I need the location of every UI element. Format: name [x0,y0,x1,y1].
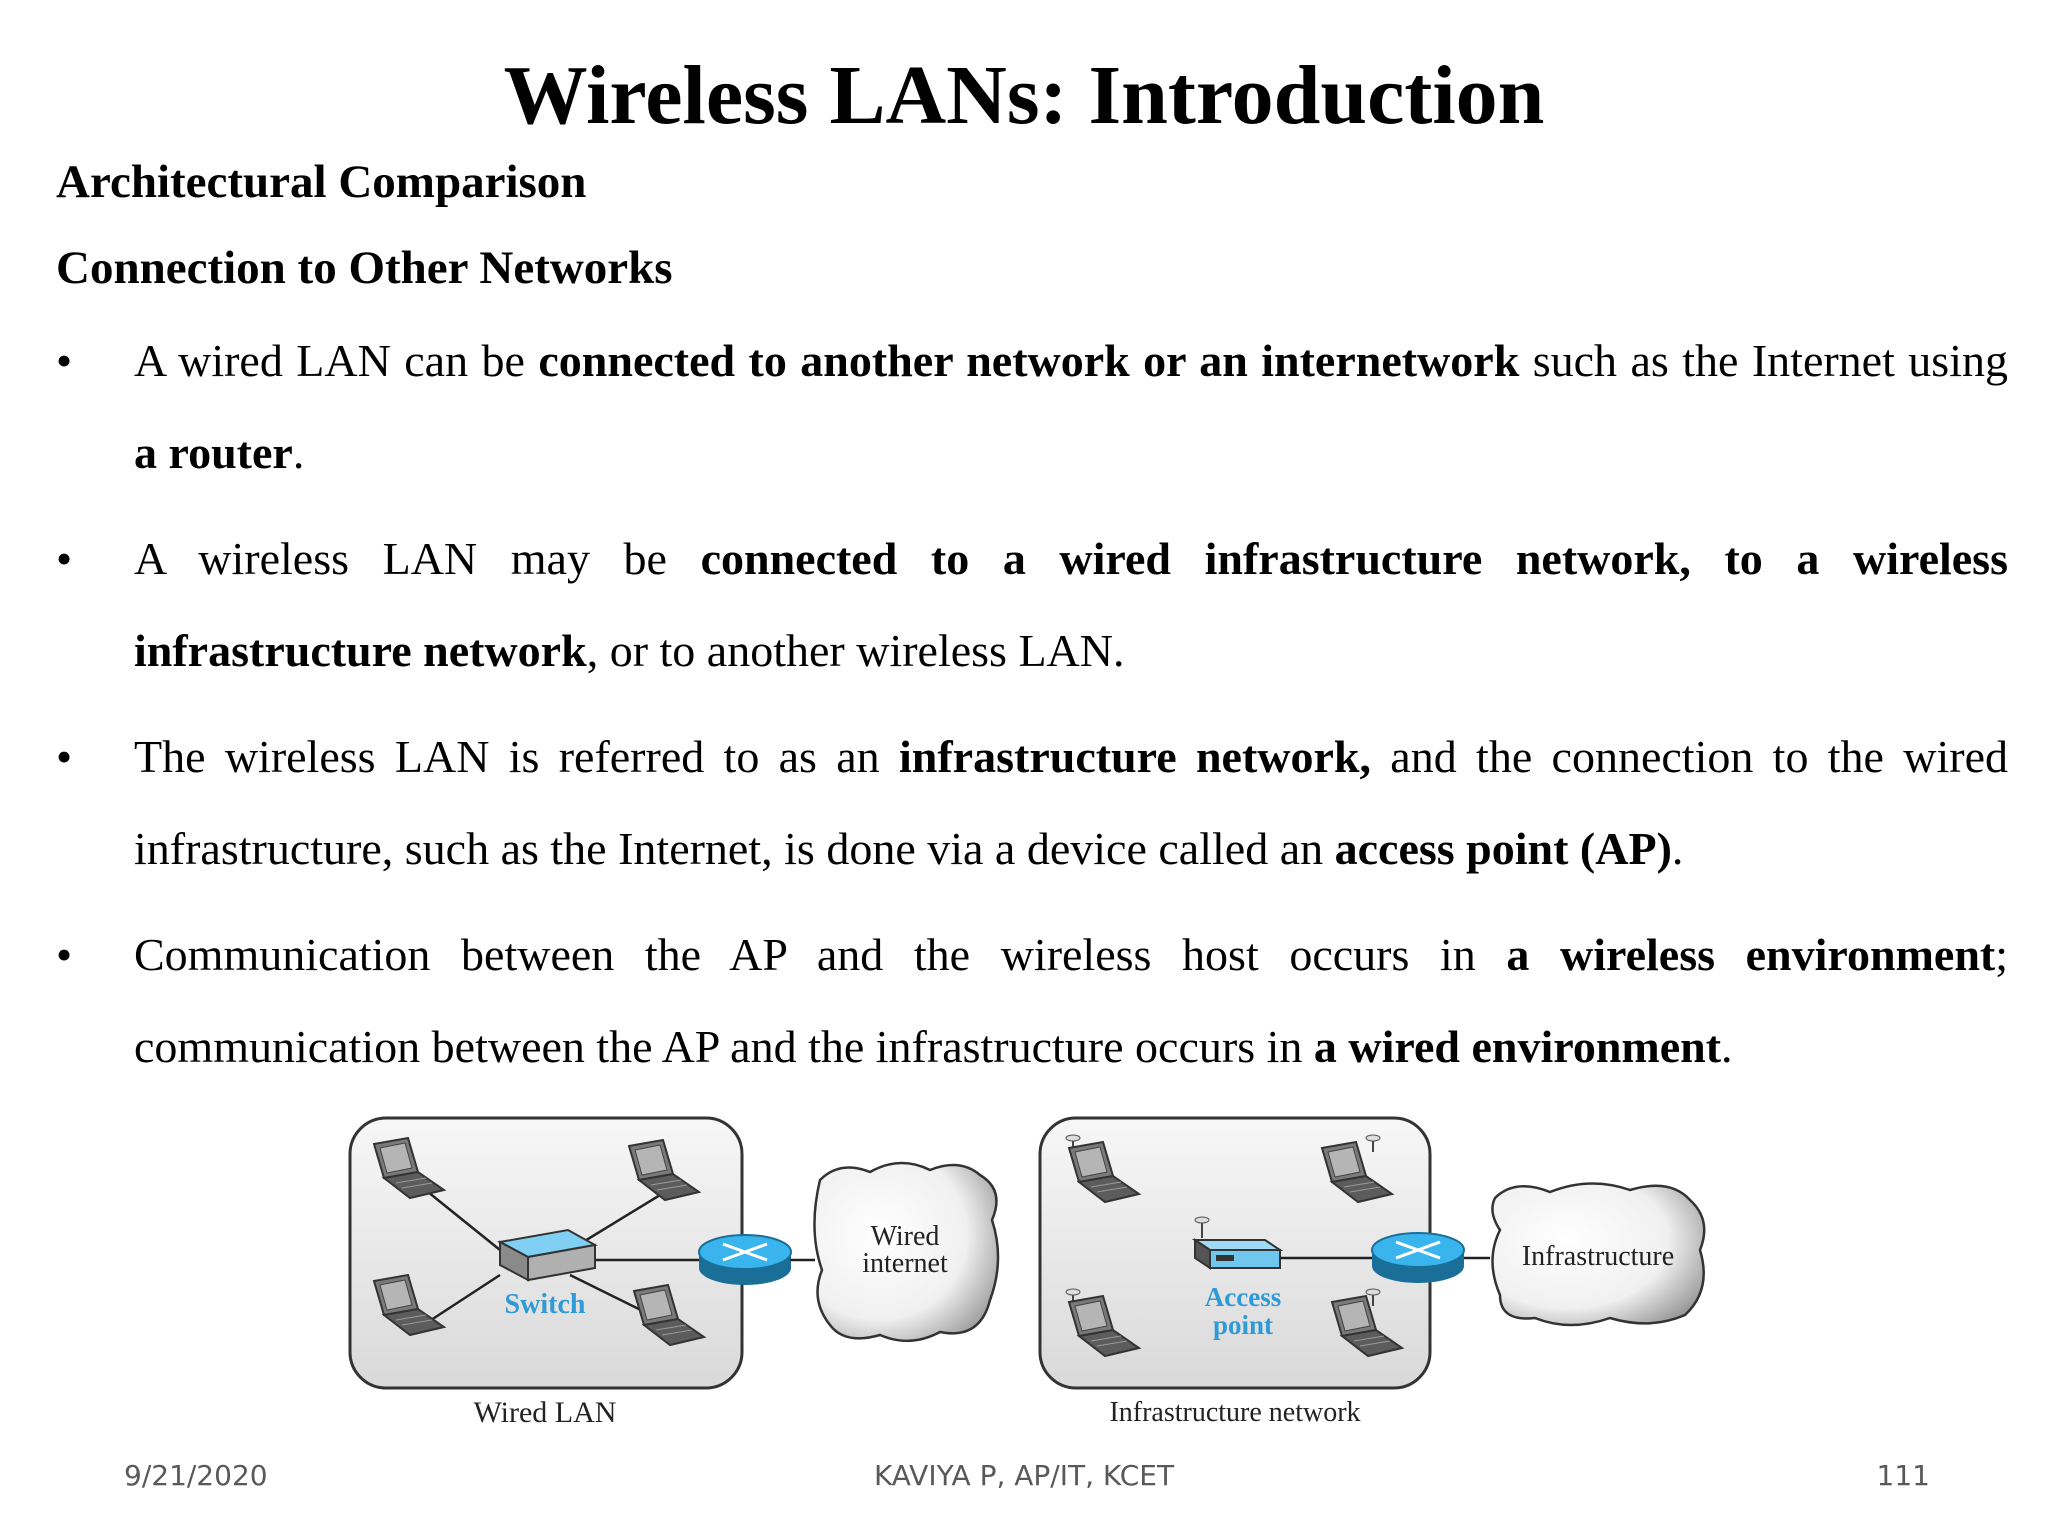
bullet-text: A wired LAN can be [134,335,539,386]
router-icon [1370,1231,1466,1285]
access-point-icon [1191,1216,1284,1270]
access-point-label-line2: point [1213,1310,1273,1340]
bullet-item: • A wired LAN can be connected to anothe… [56,315,2008,499]
access-point-label-line1: Access [1205,1282,1281,1312]
bullet-text: The wireless LAN is referred to as an [134,731,899,782]
footer-page-number: 111 [1876,1459,1930,1492]
bullet-marker: • [56,929,73,980]
wired-lan-caption: Wired LAN [474,1396,617,1429]
bullet-text: Communication between the AP and the wir… [134,929,1507,980]
bullet-item: • A wireless LAN may be connected to a w… [56,513,2008,697]
bullet-marker: • [56,335,73,386]
bullet-text: . [292,427,305,478]
bullet-bold-text: access point (AP) [1334,823,1672,874]
bullet-marker: • [56,533,73,584]
bullet-text: A wireless LAN may be [134,533,701,584]
cloud-infrastructure-label: Infrastructure [1522,1241,1674,1272]
bullet-bold-text: connected to another network or an inter… [538,335,1520,386]
footer-author: KAVIYA P, AP/IT, KCET [873,1459,1175,1492]
wired-internet-cloud [813,1161,1000,1343]
switch-label: Switch [505,1289,586,1320]
bullet-bold-text: a router [134,427,293,478]
slide-title: Wireless LANs: Introduction [503,49,1545,142]
network-diagram: Switch Wired LAN Wired internet Access p… [348,1116,1706,1429]
bullet-bold-text: infrastructure network, [899,731,1371,782]
cloud-wired-label-line2: internet [862,1248,948,1279]
bullet-bold-text: a wireless environment [1506,929,1996,980]
bullet-text: , or to another wireless LAN. [586,625,1125,676]
bullet-item: • Communication between the AP and the w… [56,909,2008,1093]
bullet-text: ; communication between the AP and the i… [134,929,2008,1072]
switch-icon [496,1228,598,1282]
bullet-marker: • [56,731,73,782]
cloud-wired-label-line1: Wired [871,1221,940,1252]
bullet-bold-text: connected to a wired infrastructure netw… [134,533,2008,676]
bullet-text: . [1671,823,1684,874]
infrastructure-network-caption: Infrastructure network [1109,1397,1360,1428]
footer-date: 9/21/2020 [124,1459,268,1492]
bullet-text: and the connection to the wired infrastr… [134,731,2009,874]
bullet-item: • The wireless LAN is referred to as an … [56,711,2008,895]
subheading-connection-to-other-networks: Connection to Other Networks [56,242,673,294]
bullet-text: such as the Internet using [1519,335,2008,386]
subheading-architectural-comparison: Architectural Comparison [56,156,587,208]
bullet-bold-text: a wired environment [1313,1021,1722,1072]
router-icon [697,1233,793,1287]
infrastructure-cloud [1491,1182,1706,1327]
bullet-text: . [1721,1021,1733,1072]
bullet-list: • A wired LAN can be connected to anothe… [56,315,2008,1107]
